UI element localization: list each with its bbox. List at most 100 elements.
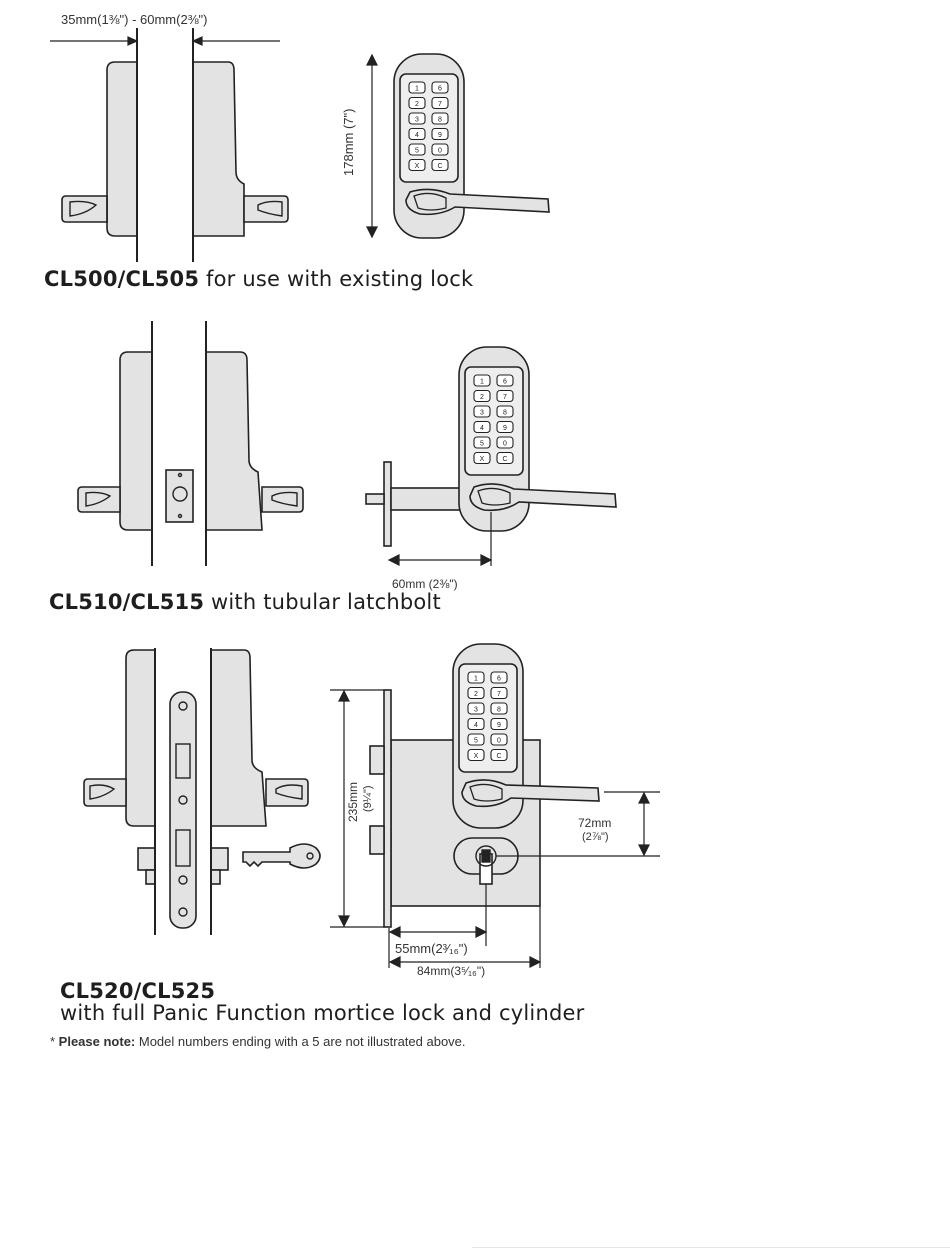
svg-text:9: 9: [503, 425, 507, 432]
cl520-drawing: 1 6 2 7 3 8 4 9 5 0X C: [83, 643, 660, 968]
latch-forend: [383, 461, 392, 547]
svg-text:C: C: [502, 456, 507, 463]
keypad-key-x: X: [473, 451, 491, 465]
keypad-key-0: 0: [431, 143, 449, 156]
keypad-key-8: 8: [431, 112, 449, 125]
keypad-key-2: 2: [467, 686, 485, 700]
svg-text:2: 2: [474, 691, 478, 698]
keypad-key-9: 9: [496, 420, 514, 434]
svg-text:7: 7: [438, 101, 442, 108]
footnote: * Please note: Model numbers ending with…: [50, 1034, 466, 1049]
svg-text:0: 0: [497, 738, 501, 745]
outside-unit: [192, 61, 245, 237]
keypad-key-0: 0: [490, 733, 508, 746]
keypad-key-x: X: [408, 158, 426, 172]
mortice-height-imperial-label: (9¼"): [362, 785, 374, 812]
cl500-drawing: 1 6 2 7 3 8 4 9 5 0X C: [50, 28, 550, 262]
keypad-key-8: 8: [490, 702, 508, 715]
svg-text:8: 8: [503, 410, 507, 417]
svg-text:X: X: [480, 456, 485, 463]
centre-distance-imperial-label: (2⅞"): [582, 831, 609, 843]
keypad-key-6: 6: [496, 374, 514, 387]
key: [242, 843, 321, 869]
keypad-key-4: 4: [467, 717, 485, 731]
inside-lever-stub: [61, 195, 108, 223]
keypad-key-3: 3: [467, 702, 485, 715]
svg-text:8: 8: [438, 117, 442, 124]
keypad-key-1: 1: [467, 671, 485, 684]
svg-text:8: 8: [497, 707, 501, 714]
cl520-caption: CL520/CL525: [60, 979, 215, 1003]
latch-spindle: [365, 493, 385, 505]
svg-text:5: 5: [480, 441, 484, 448]
cylinder-outer: [210, 847, 229, 871]
unit-height-label: 178mm (7"): [341, 108, 356, 176]
keypad-key-9: 9: [431, 127, 449, 141]
svg-text:C: C: [496, 753, 501, 760]
cl510-drawing: 1 6 2 7 3 8 4 9 5 0X C: [77, 321, 617, 566]
cl510-keypad: 1 6 2 7 3 8 4 9 5 0X C: [473, 374, 514, 465]
cl520-description: with full Panic Function mortice lock an…: [60, 1001, 585, 1025]
cl520-keypad: 1 6 2 7 3 8 4 9 5 0X C: [467, 671, 508, 762]
latch-faceplate: [165, 469, 194, 523]
svg-text:X: X: [415, 163, 420, 170]
svg-text:7: 7: [497, 691, 501, 698]
svg-text:5: 5: [474, 738, 478, 745]
svg-text:3: 3: [415, 117, 419, 124]
page-edge-line: [472, 1247, 950, 1248]
keypad-key-4: 4: [408, 127, 426, 141]
model-number: CL520/CL525: [60, 979, 216, 1003]
keypad-key-7: 7: [496, 389, 514, 403]
svg-text:9: 9: [497, 722, 501, 729]
svg-text:2: 2: [480, 394, 484, 401]
keypad-key-5: 5: [473, 436, 491, 449]
inside-unit: [106, 61, 138, 237]
model-description: for use with existing lock: [199, 267, 474, 291]
door-thickness-label: 35mm(1⅜") - 60mm(2⅜"): [61, 12, 208, 27]
cl510-caption: CL510/CL515 with tubular latchbolt: [49, 590, 441, 614]
keypad-key-4: 4: [473, 420, 491, 434]
svg-text:0: 0: [503, 441, 507, 448]
keypad-key-2: 2: [408, 96, 426, 110]
svg-text:1: 1: [415, 86, 419, 93]
keypad-key-6: 6: [431, 81, 449, 94]
svg-text:6: 6: [497, 676, 501, 683]
keypad-key-c: C: [490, 748, 508, 762]
keypad-key-c: C: [431, 158, 449, 172]
cl500-keypad: 1 6 2 7 3 8 4 9 5 0X C: [408, 81, 449, 172]
svg-text:5: 5: [415, 148, 419, 155]
keypad-key-1: 1: [408, 81, 426, 94]
svg-text:2: 2: [415, 101, 419, 108]
keypad-key-5: 5: [467, 733, 485, 746]
mortice-forend: [169, 691, 197, 929]
keypad-key-7: 7: [490, 686, 508, 700]
keypad-key-x: X: [467, 748, 485, 762]
keypad-key-6: 6: [490, 671, 508, 684]
keypad-key-9: 9: [490, 717, 508, 731]
backset-label: 60mm (2⅜"): [392, 577, 458, 591]
keypad-key-7: 7: [431, 96, 449, 110]
svg-text:3: 3: [474, 707, 478, 714]
keypad-key-8: 8: [496, 405, 514, 418]
inside-lever-stub: [77, 486, 121, 513]
model-description: with tubular latchbolt: [204, 590, 441, 614]
svg-text:4: 4: [474, 722, 478, 729]
keypad-key-c: C: [496, 451, 514, 465]
cylinder-inner: [137, 847, 156, 871]
svg-text:1: 1: [480, 379, 484, 386]
mortice-height-label: 235mm: [346, 781, 360, 822]
model-number: CL500/CL505: [44, 267, 200, 291]
svg-text:4: 4: [415, 132, 419, 139]
outside-unit: [205, 351, 263, 531]
footnote-star: *: [50, 1034, 59, 1049]
svg-text:3: 3: [480, 410, 484, 417]
cl500-caption: CL500/CL505 for use with existing lock: [44, 267, 473, 291]
svg-text:C: C: [437, 163, 442, 170]
svg-text:1: 1: [474, 676, 478, 683]
keypad-key-5: 5: [408, 143, 426, 156]
keypad-key-3: 3: [408, 112, 426, 125]
svg-text:4: 4: [480, 425, 484, 432]
keypad-key-2: 2: [473, 389, 491, 403]
centre-distance-label: 72mm: [578, 816, 612, 830]
svg-text:6: 6: [503, 379, 507, 386]
